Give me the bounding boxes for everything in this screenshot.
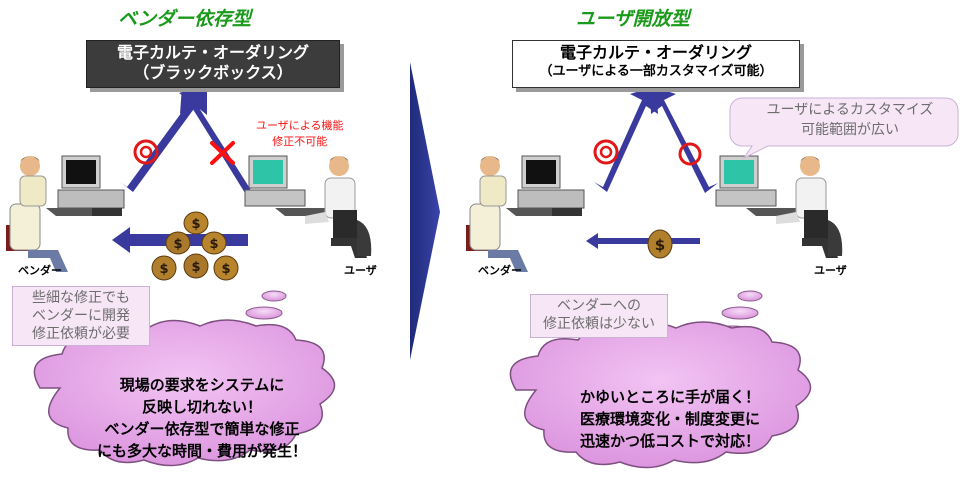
svg-text:$: $ — [173, 237, 182, 252]
money-bag-icon: $ $ $ $ $ $ — [151, 211, 239, 281]
right-title: ユーザ開放型 — [576, 8, 690, 30]
right-user-label: ユーザ — [814, 264, 847, 277]
left-title: ベンダー依存型 — [118, 8, 252, 30]
user-person-icon — [715, 155, 843, 258]
right-note-line1: ベンダーへの — [557, 298, 641, 314]
left-function-note-line2: 修正不可能 — [272, 135, 328, 148]
right-arrow-money — [586, 233, 700, 249]
left-function-note: ユーザによる機能 修正不可能 — [256, 118, 343, 150]
left-note-line3: 修正依頼が必要 — [32, 326, 130, 342]
svg-text:$: $ — [655, 236, 665, 254]
right-system-box: 電子カルテ・オーダリング （ユーザによる一部カスタマイズ可能） — [512, 40, 800, 88]
target-icon — [593, 139, 619, 165]
right-cloud-line3: 迅速かつ低コストで対応！ — [579, 432, 760, 450]
right-arrow-up-from-vendor — [594, 86, 658, 192]
svg-text:$: $ — [209, 237, 218, 252]
svg-text:$: $ — [191, 260, 200, 275]
right-speech-line1: ユーザによるカスタマイズ — [766, 102, 934, 118]
left-cloud-text: 現場の要求をシステムに 反映し切れない！ ベンダー依存型で簡単な修正 にも多大な… — [62, 374, 342, 462]
right-cloud-line2: 医療環境変化・制度変更に — [579, 410, 760, 428]
cross-icon — [210, 141, 235, 165]
right-cloud-line1: かゆいところに手が届く！ — [579, 388, 760, 406]
left-note-line2: ベンダーに開発 — [32, 308, 130, 324]
left-note: 些細な修正でも ベンダーに開発 修正依頼が必要 — [12, 286, 150, 346]
left-system-box: 電子カルテ・オーダリング （ブラックボックス） — [86, 40, 340, 88]
transition-arrow-icon — [410, 62, 440, 360]
right-cloud-text: かゆいところに手が届く！ 医療環境変化・制度変更に 迅速かつ低コストで対応！ — [540, 386, 800, 452]
left-vendor-label: ベンダー — [18, 264, 62, 277]
user-person-icon — [244, 155, 372, 258]
speech-bubble-right — [729, 97, 959, 160]
left-arrow-up-from-user — [180, 86, 258, 193]
left-cloud-line3: ベンダー依存型で簡単な修正 — [104, 420, 300, 438]
left-cloud-line4: にも多大な時間・費用が発生！ — [96, 442, 307, 460]
left-cloud-line2: 反映し切れない！ — [141, 398, 262, 416]
target-icon — [678, 142, 702, 166]
left-system-line2: （ブラックボックス） — [133, 63, 293, 82]
target-icon — [133, 139, 159, 165]
left-function-note-line1: ユーザによる機能 — [256, 119, 344, 132]
left-cloud-line1: 現場の要求をシステムに — [119, 376, 285, 394]
right-arrow-up-from-user — [650, 86, 718, 193]
left-user-label: ユーザ — [344, 264, 377, 277]
right-system-line2: （ユーザによる一部カスタマイズ可能） — [539, 64, 773, 79]
left-note-line1: 些細な修正でも — [32, 290, 130, 306]
svg-text:$: $ — [159, 262, 168, 277]
svg-text:$: $ — [191, 217, 200, 232]
svg-text:$: $ — [221, 262, 230, 277]
vendor-person-icon — [466, 155, 585, 272]
right-vendor-label: ベンダー — [478, 264, 522, 277]
right-speech-line2: 可能範囲が広い — [801, 122, 899, 138]
right-note: ベンダーへの 修正依頼は少ない — [530, 294, 668, 338]
left-system-line1: 電子カルテ・オーダリング — [116, 43, 309, 62]
money-bag-icon: $ — [647, 229, 673, 259]
right-speech-text: ユーザによるカスタマイズ 可能範囲が広い — [742, 100, 958, 140]
right-note-line2: 修正依頼は少ない — [543, 316, 655, 332]
vendor-person-icon — [6, 155, 125, 272]
right-system-line1: 電子カルテ・オーダリング — [559, 43, 752, 62]
left-arrow-up-from-vendor — [120, 85, 207, 192]
